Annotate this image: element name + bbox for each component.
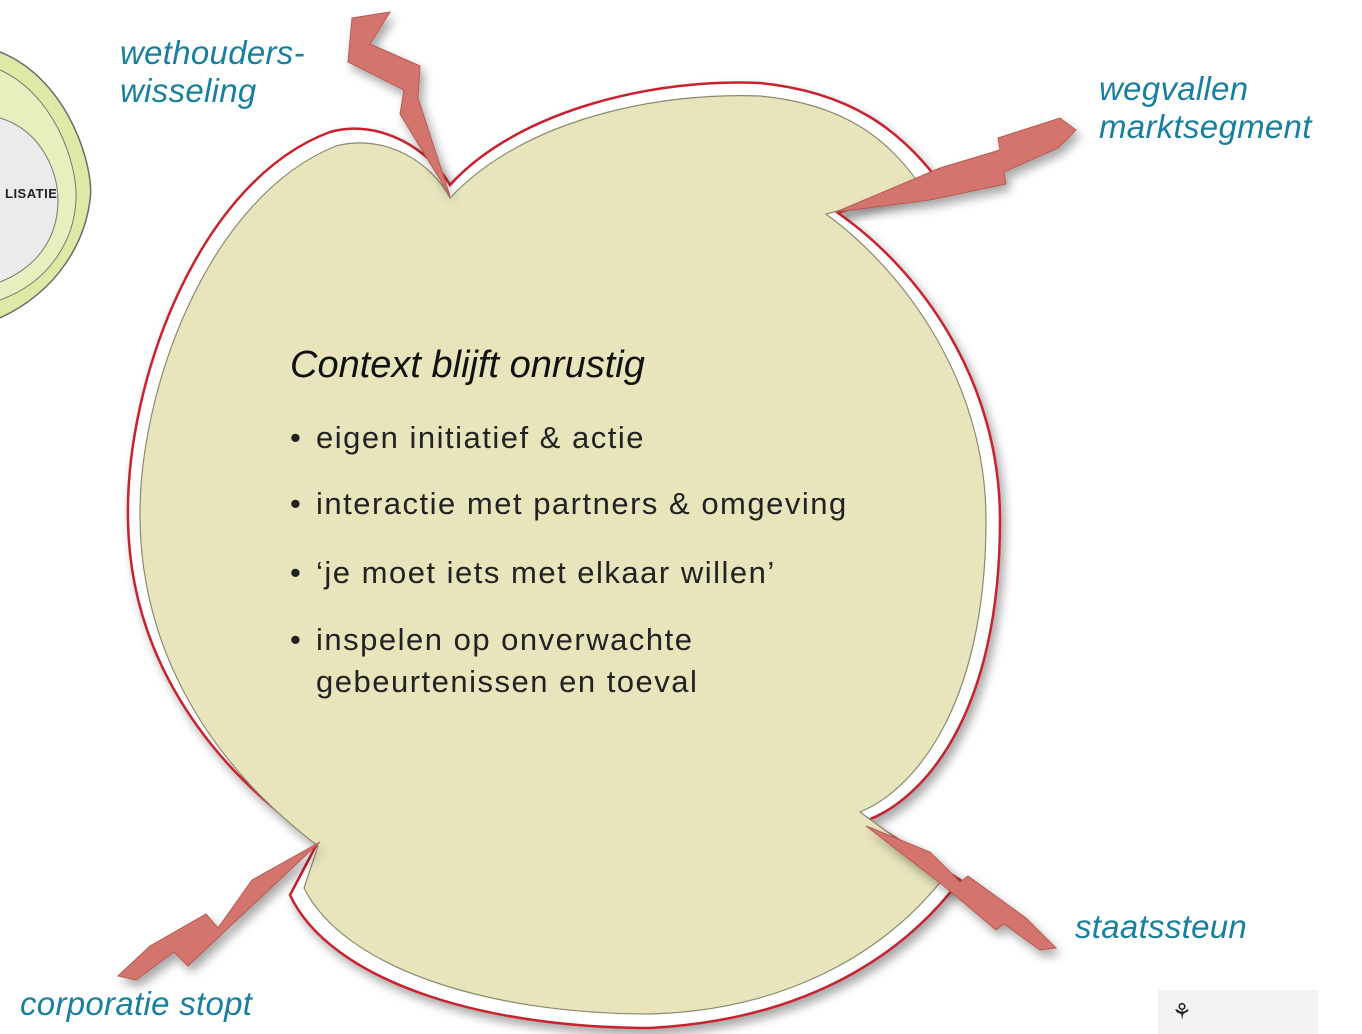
lightning-bolt-icon xyxy=(835,117,1077,213)
event-label-line: wegvallen xyxy=(1099,70,1249,107)
bullet-item: • inspelen op onverwachte xyxy=(290,620,693,660)
bullet-text: ‘je moet iets met elkaar willen’ xyxy=(316,555,776,590)
event-label-line: marktsegment xyxy=(1099,108,1312,145)
event-label-line: wisseling xyxy=(120,72,257,109)
event-label-corporatie-stopt: corporatie stopt xyxy=(20,985,253,1022)
bullet-text: inspelen op onverwachte xyxy=(316,622,694,657)
side-diagram-label: LISATIE xyxy=(5,186,58,201)
bullet-glyph: • xyxy=(290,622,303,657)
bullet-item: • ‘je moet iets met elkaar willen’ xyxy=(290,553,776,593)
bullet-text: interactie met partners & omgeving xyxy=(316,486,848,521)
bullet-glyph: • xyxy=(290,420,303,455)
bullet-text: eigen initiatief & actie xyxy=(316,420,645,455)
logo-mark-icon: ⚘ xyxy=(1172,1000,1192,1025)
logo-area xyxy=(1158,990,1318,1034)
lightning-bolt-icon xyxy=(865,825,1058,951)
bullet-glyph: • xyxy=(290,486,303,521)
circle-heading: Context blijft onrustig xyxy=(290,344,645,386)
event-label-wegvallen-marktsegment: wegvallen marktsegment xyxy=(1099,70,1359,146)
bullet-glyph: • xyxy=(290,555,303,590)
event-label-wethouderswisseling: wethouders- wisseling xyxy=(120,34,380,110)
bullet-item: • eigen initiatief & actie xyxy=(290,418,645,458)
event-label-line: wethouders- xyxy=(120,34,305,71)
lightning-bolt-icon xyxy=(116,841,321,981)
lightning-bolt-icon xyxy=(347,11,451,197)
bullet-item: • interactie met partners & omgeving xyxy=(290,484,848,524)
side-ellipse-diagram xyxy=(0,51,92,319)
bullet-text-continuation: gebeurtenissen en toeval xyxy=(316,664,699,699)
context-circle xyxy=(126,81,1002,1030)
event-label-staatssteun: staatssteun xyxy=(1075,908,1248,945)
